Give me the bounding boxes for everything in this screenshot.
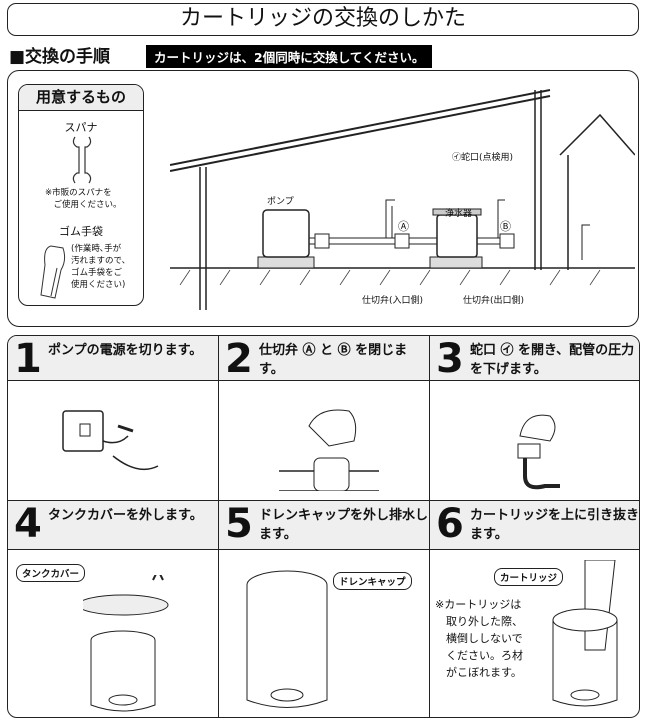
step-1-header: 1 ポンプの電源を切ります。 bbox=[8, 336, 219, 382]
required-items-heading: 用意するもの bbox=[19, 85, 143, 111]
step-1-illustration bbox=[8, 381, 219, 501]
step-3-illustration bbox=[430, 381, 639, 501]
wrench-label: スパナ bbox=[64, 121, 98, 134]
cartridge-icon bbox=[552, 560, 618, 707]
step-text: ドレンキャップを外し排水します。 bbox=[259, 508, 429, 542]
gloves-note: (作業時､手が 汚れますので、 ゴム手袋をご 使用ください) bbox=[71, 244, 131, 290]
tank-cover-label: タンクカバー bbox=[16, 564, 86, 582]
valve-hand-icon bbox=[279, 409, 379, 491]
step-2-illustration bbox=[219, 381, 430, 501]
notice-banner: カートリッジは、2個同時に交換してください。 bbox=[146, 45, 433, 68]
piping-diagram bbox=[170, 89, 635, 310]
step-number: 5 bbox=[225, 501, 253, 547]
step-number: 2 bbox=[225, 336, 253, 382]
tank-cover-icon bbox=[83, 575, 169, 712]
step-5-illustration: ドレンキャップ bbox=[219, 550, 430, 717]
page-title: カートリッジの交換のしかた bbox=[7, 3, 639, 36]
step-number: 4 bbox=[14, 501, 42, 547]
step-4-illustration: タンクカバー bbox=[8, 550, 219, 717]
wrench-note: ※市販のスパナを ご使用ください。 bbox=[45, 188, 122, 210]
cartridge-label: カートリッジ bbox=[494, 568, 564, 586]
step-6-illustration: カートリッジ ※カートリッジは 取り外した際、 横倒ししないで ください。ろ材 … bbox=[430, 550, 639, 717]
step-text: 仕切弁 Ⓐ と Ⓑ を閉じます。 bbox=[259, 343, 408, 377]
cartridge-warning: ※カートリッジは 取り外した際、 横倒ししないで ください。ろ材 がこぼれます。 bbox=[435, 598, 523, 679]
pump-label: ポンプ bbox=[267, 197, 294, 207]
valve-a-marker: Ⓐ bbox=[398, 220, 409, 233]
drain-cap-icon bbox=[246, 570, 328, 708]
drain-cap-label: ドレンキャップ bbox=[333, 572, 412, 590]
power-outlet-icon bbox=[62, 410, 159, 471]
inlet-valve-label: 仕切弁(入口側) bbox=[362, 296, 424, 306]
installation-overview bbox=[7, 70, 639, 327]
faucet-hand-icon bbox=[517, 414, 560, 490]
step-number: 6 bbox=[436, 501, 464, 547]
wrench-icon bbox=[72, 136, 92, 184]
step-text: カートリッジを上に引き抜きます。 bbox=[470, 508, 640, 542]
step-number: 1 bbox=[14, 336, 42, 382]
gloves-label: ゴム手袋 bbox=[59, 225, 103, 238]
inspection-faucet-label: ㋑蛇口(点検用) bbox=[452, 153, 514, 163]
step-text: 蛇口 ㋑ を開き、配管の圧力を下げます。 bbox=[470, 343, 635, 377]
step-text: ポンプの電源を切ります。 bbox=[48, 343, 203, 358]
step-number: 3 bbox=[436, 336, 464, 382]
outlet-valve-label: 仕切弁(出口側) bbox=[463, 296, 525, 306]
step-text: タンクカバーを外します。 bbox=[48, 508, 203, 523]
section-heading: ■交換の手順 bbox=[9, 47, 111, 67]
step-4-header: 4 タンクカバーを外します。 bbox=[8, 500, 219, 550]
valve-b-marker: Ⓑ bbox=[500, 220, 511, 233]
purifier-label: 浄水器 bbox=[445, 209, 473, 219]
gloves-icon bbox=[40, 245, 66, 299]
required-items-box: 用意するもの スパナ ※市販のスパナを ご使用ください。 ゴム手袋 (作業時､手… bbox=[18, 84, 144, 306]
